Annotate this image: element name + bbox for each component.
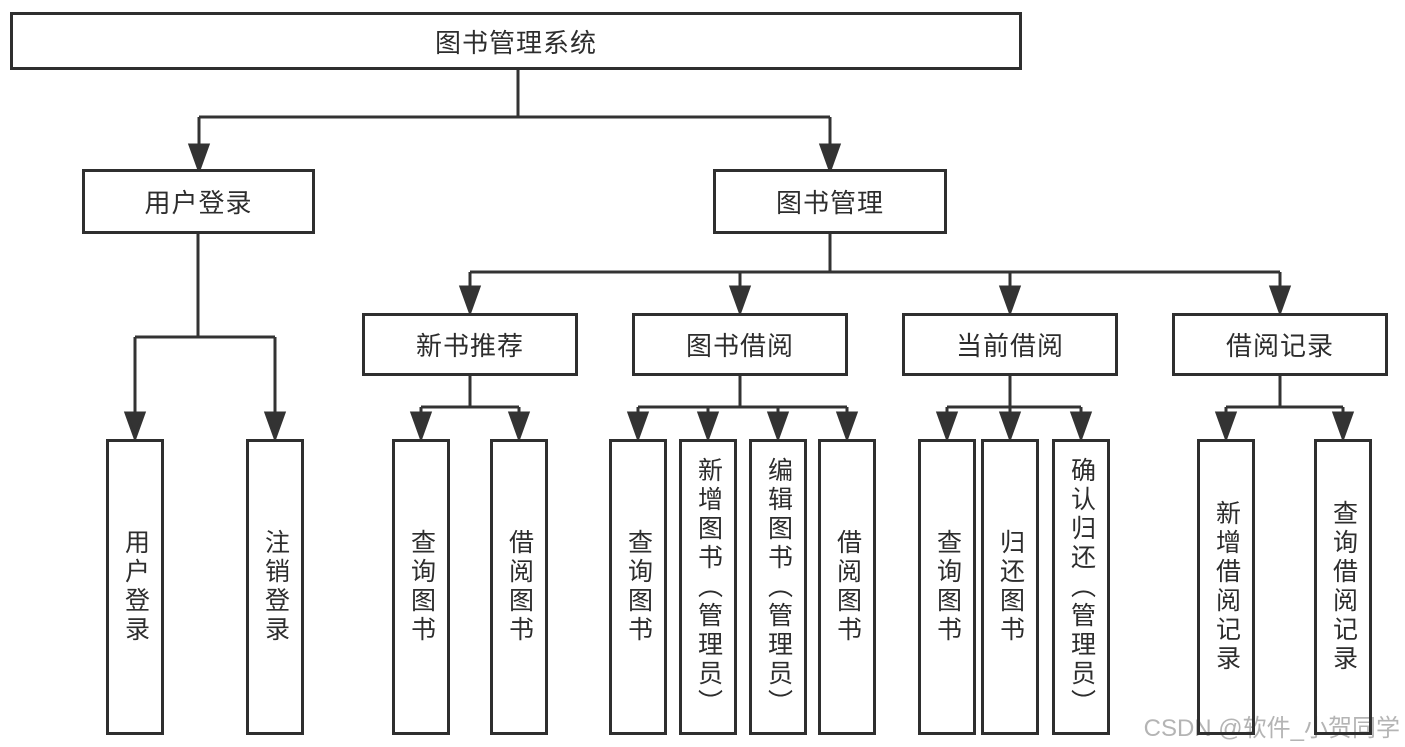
arrowhead — [998, 411, 1022, 443]
arrowhead — [998, 285, 1022, 317]
arrowhead — [626, 411, 650, 443]
arrowhead — [1268, 285, 1292, 317]
csdn-watermark: CSDN @软件_小贺同学 — [1143, 715, 1400, 742]
edge-new-books-children — [419, 376, 521, 418]
edge-book-borrow-children — [636, 376, 849, 418]
node-new-books: 新书推荐 — [362, 313, 578, 376]
arrowhead — [123, 411, 147, 443]
arrowhead — [818, 143, 842, 175]
arrowhead — [458, 285, 482, 317]
arrowhead — [187, 143, 211, 175]
node-leaf-bookborrow-edit: 编辑图书（管理员） — [749, 439, 807, 735]
edge-user-login-children — [133, 234, 277, 418]
node-leaf-records-add: 新增借阅记录 — [1197, 439, 1255, 735]
arrowhead — [507, 411, 531, 443]
arrowhead — [835, 411, 859, 443]
arrowhead — [1331, 411, 1355, 443]
node-leaf-newbooks-query: 查询图书 — [392, 439, 450, 735]
node-leaf-currentborrow-return: 归还图书 — [981, 439, 1039, 735]
node-book-borrow: 图书借阅 — [632, 313, 848, 376]
node-leaf-bookborrow-query: 查询图书 — [609, 439, 667, 735]
arrowhead — [1069, 411, 1093, 443]
node-leaf-newbooks-borrow: 借阅图书 — [490, 439, 548, 735]
node-leaf-logout: 注销登录 — [246, 439, 304, 735]
edge-borrow-records-children — [1224, 376, 1345, 418]
arrowhead — [409, 411, 433, 443]
node-leaf-records-query: 查询借阅记录 — [1314, 439, 1372, 735]
node-leaf-user-login: 用户登录 — [106, 439, 164, 735]
arrowhead — [1214, 411, 1238, 443]
edge-book-mgmt-children — [468, 234, 1282, 292]
arrowhead — [696, 411, 720, 443]
node-book-mgmt: 图书管理 — [713, 169, 947, 234]
node-leaf-currentborrow-query: 查询图书 — [918, 439, 976, 735]
node-leaf-bookborrow-borrow: 借阅图书 — [818, 439, 876, 735]
node-user-login: 用户登录 — [82, 169, 315, 234]
arrowhead — [263, 411, 287, 443]
node-current-borrow: 当前借阅 — [902, 313, 1118, 376]
node-leaf-currentborrow-confirm: 确认归还（管理员） — [1052, 439, 1110, 735]
node-leaf-bookborrow-add: 新增图书（管理员） — [679, 439, 737, 735]
arrowhead — [728, 285, 752, 317]
arrowhead — [935, 411, 959, 443]
edge-root-children — [197, 70, 832, 150]
arrowhead — [766, 411, 790, 443]
node-root: 图书管理系统 — [10, 12, 1022, 70]
node-borrow-records: 借阅记录 — [1172, 313, 1388, 376]
